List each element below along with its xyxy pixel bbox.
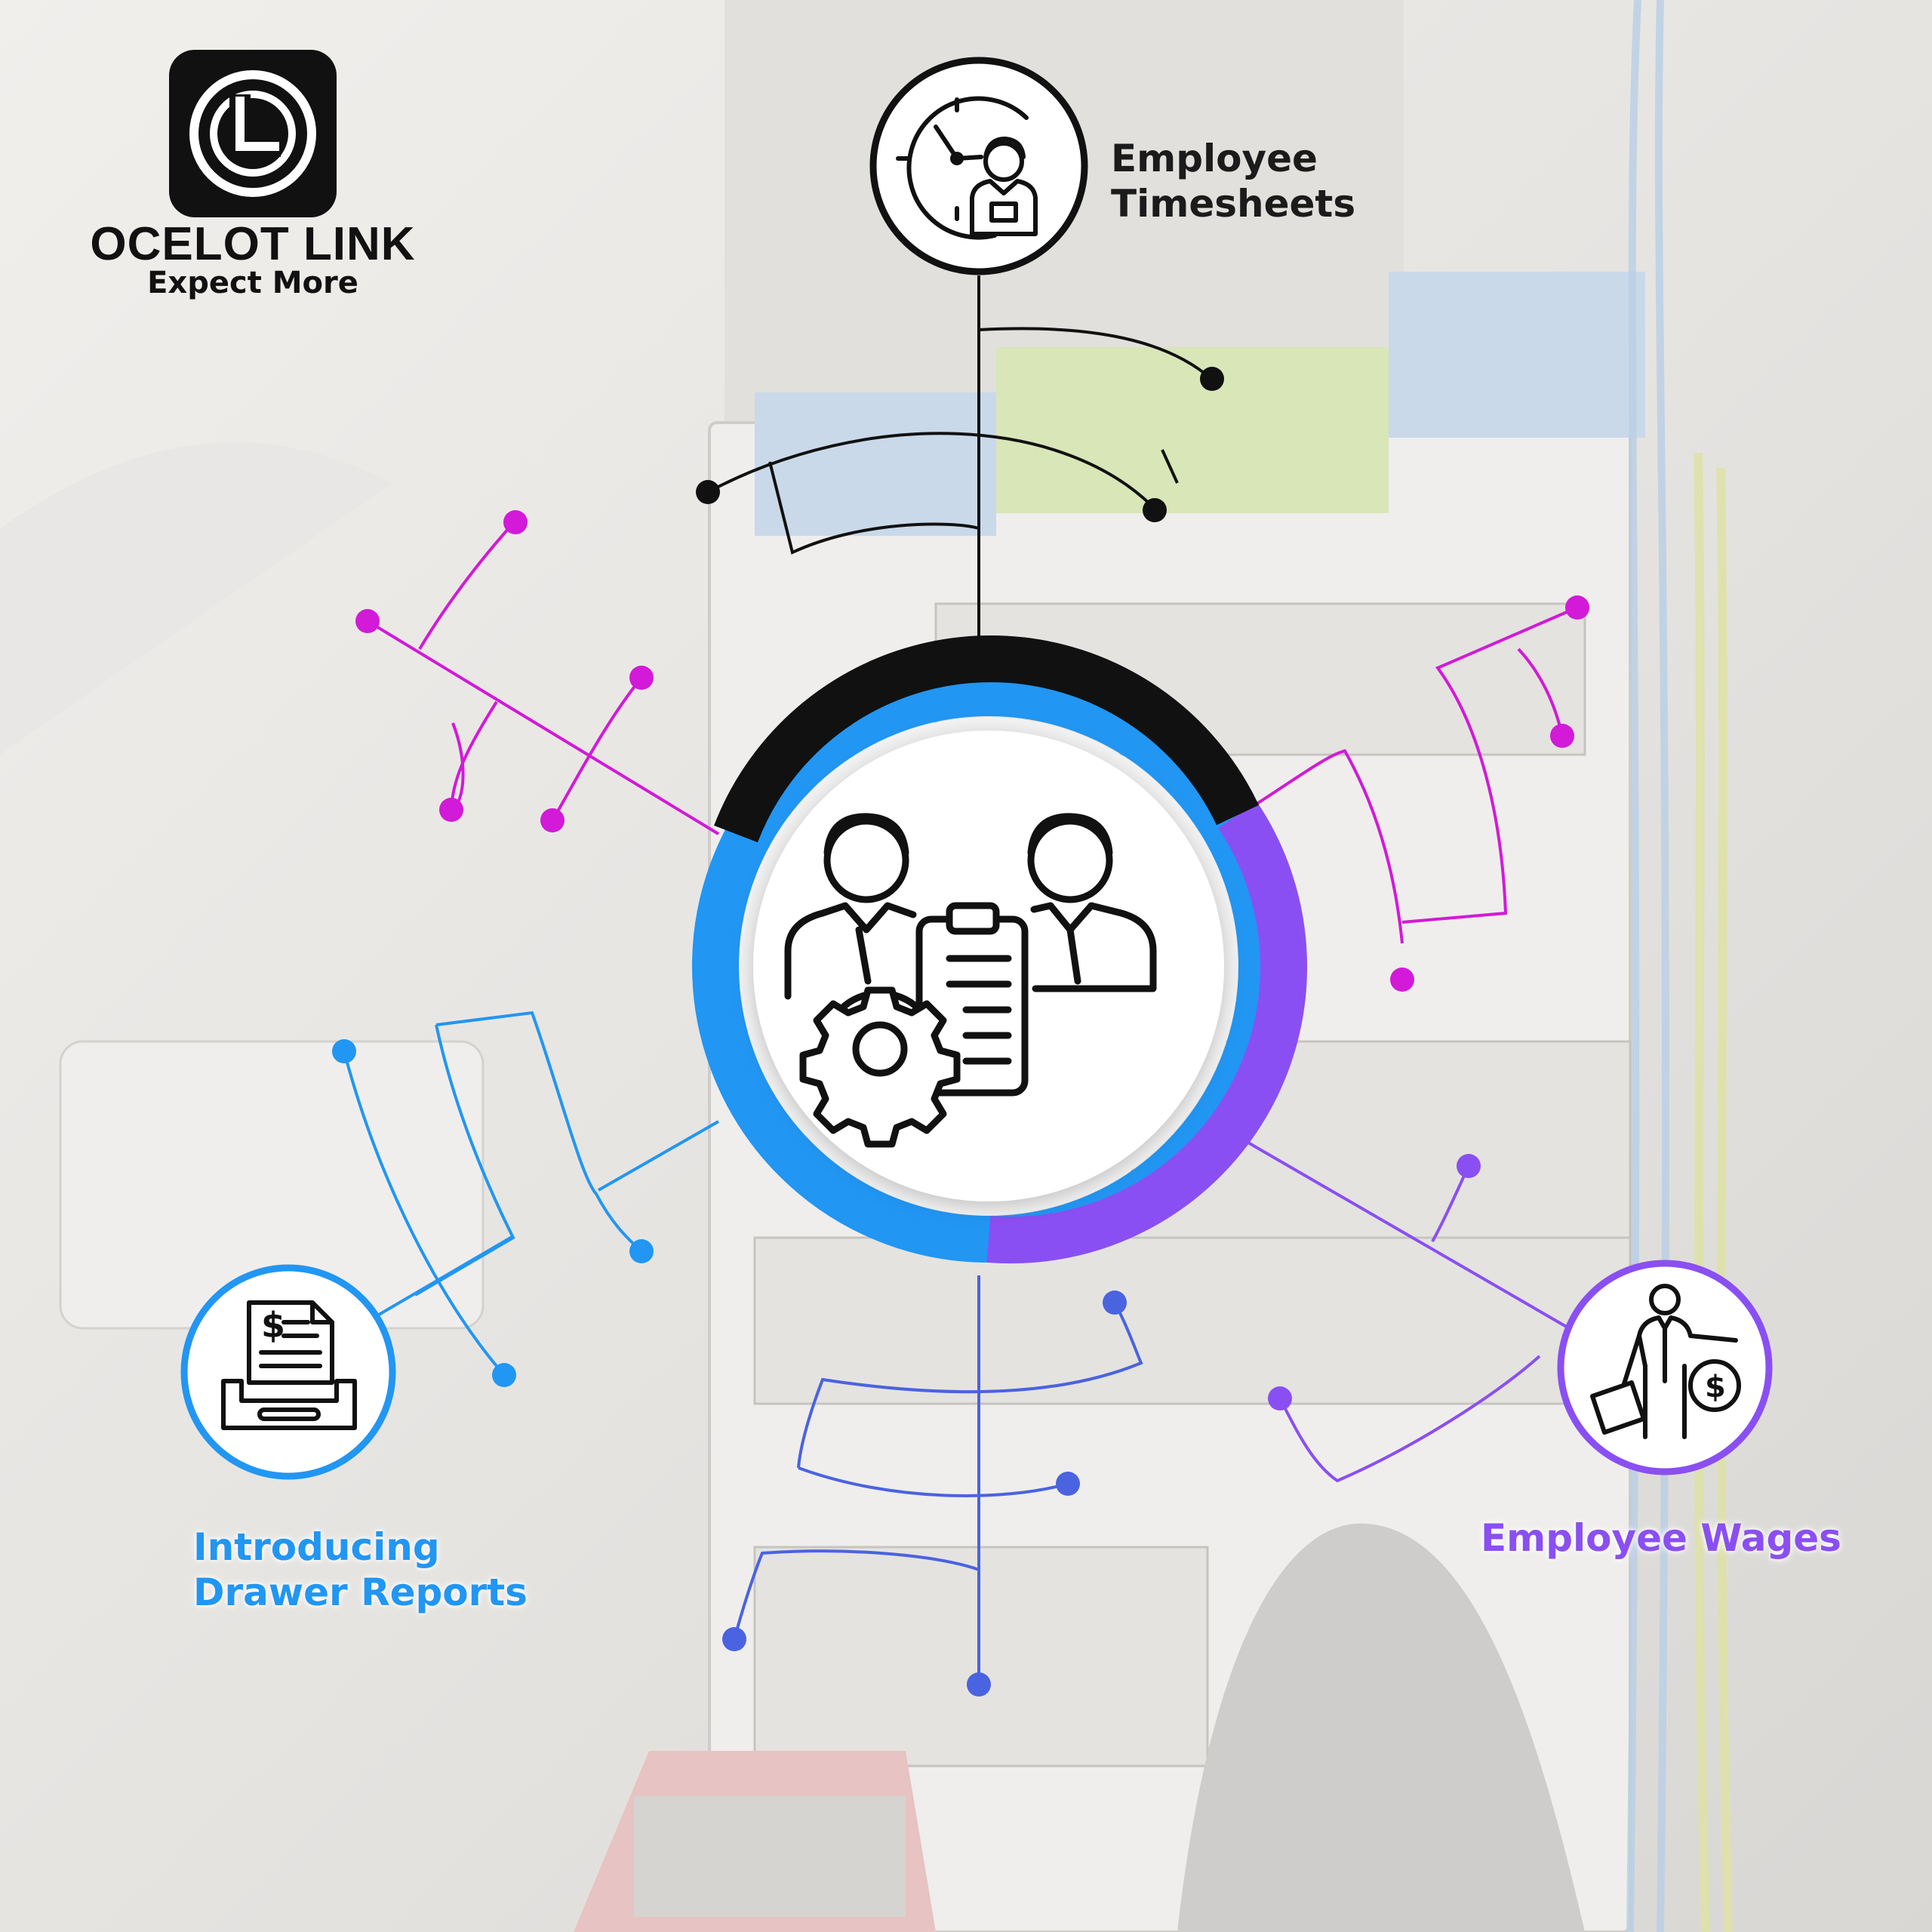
brand-tagline: Expect More	[147, 266, 358, 300]
connector-endpoint	[1056, 1472, 1080, 1496]
connector-endpoint	[503, 510, 528, 534]
connector-endpoint	[629, 666, 654, 690]
drawer-reports-label: Introducing Drawer Reports	[193, 1524, 528, 1615]
drawer-reports-node: $	[180, 1264, 396, 1480]
connector-endpoint	[1268, 1386, 1292, 1411]
connector-endpoint	[1457, 1154, 1481, 1178]
ocelot-link-logo	[169, 50, 337, 217]
connector-drawer	[343, 1011, 719, 1377]
connector-endpoint	[355, 609, 380, 633]
connector-indigo-bottom	[733, 1275, 1143, 1684]
timesheets-node	[869, 57, 1088, 275]
drawer-report-icon: $	[221, 1300, 357, 1430]
timesheets-label-line1: Employee	[1111, 137, 1318, 180]
drawer-label-line1: Introducing	[193, 1525, 440, 1569]
timesheets-label: Employee Timesheets	[1111, 136, 1355, 226]
connector-endpoint	[629, 1239, 654, 1263]
connector-endpoint	[696, 480, 720, 504]
connector-endpoint	[1143, 498, 1167, 522]
connector-timesheets	[707, 275, 1213, 664]
drawer-label-line2: Drawer Reports	[193, 1571, 528, 1614]
team-management-icon	[784, 813, 1157, 1148]
svg-text:$: $	[1705, 1370, 1726, 1404]
connector-endpoint	[1103, 1291, 1127, 1315]
connector-endpoint	[1200, 367, 1224, 391]
connector-endpoint	[1550, 724, 1574, 748]
connector-endpoint	[540, 808, 565, 832]
hub-node	[692, 635, 1308, 1264]
businessman-money-icon: $	[1590, 1284, 1741, 1439]
connector-endpoint	[722, 1627, 746, 1651]
connector-endpoint	[332, 1039, 356, 1063]
brand-name: OCELOT LINK	[90, 218, 416, 270]
connector-endpoint	[1390, 968, 1414, 992]
connector-endpoint	[439, 798, 463, 822]
connector-endpoint	[967, 1672, 991, 1697]
clock-worker-icon	[896, 96, 1038, 240]
timesheets-label-line2: Timesheets	[1111, 182, 1356, 226]
connector-endpoint	[1565, 595, 1589, 620]
connector-endpoint	[492, 1363, 516, 1387]
svg-text:$: $	[261, 1305, 285, 1346]
wages-label: Employee Wages	[1481, 1516, 1841, 1560]
wages-node: $	[1557, 1260, 1773, 1475]
